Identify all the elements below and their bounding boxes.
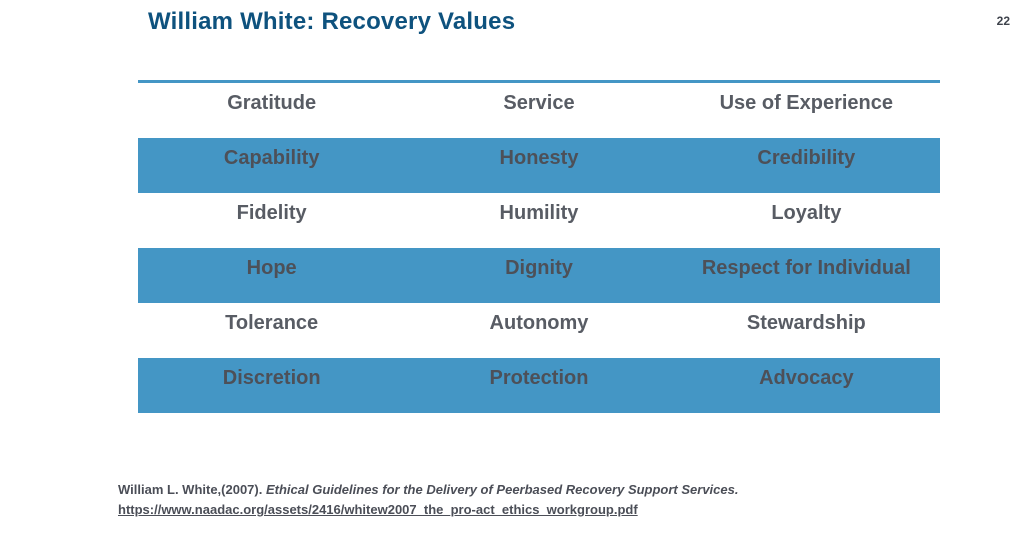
table-row: Discretion Protection Advocacy [138,358,940,413]
table-cell: Hope [246,257,297,279]
citation: William L. White,(2007). Ethical Guideli… [118,480,738,519]
page-title: William White: Recovery Values [148,8,516,35]
table-cell: Respect for Individual [701,257,911,279]
table-row: Gratitude Service Use of Experience [138,83,940,138]
table-cell: Discretion [222,367,321,389]
table-cell: Fidelity [236,202,307,224]
table-cell: Protection [489,367,589,389]
table-cell: Tolerance [225,312,319,334]
table-cell: Service [503,92,575,114]
table-row: Hope Dignity Respect for Individual [138,248,940,303]
table-cell: Use of Experience [719,92,894,114]
table-cell: Dignity [505,257,573,279]
table-cell: Autonomy [489,312,589,334]
table-cell: Credibility [757,147,856,169]
table-cell: Capability [223,147,320,169]
table-cell: Humility [499,202,579,224]
table-row: Tolerance Autonomy Stewardship [138,303,940,358]
table-cell: Advocacy [759,367,854,389]
citation-work-title: Ethical Guidelines for the Delivery of P… [265,482,739,497]
table-row: Capability Honesty Credibility [138,138,940,193]
table-cell: Stewardship [746,312,866,334]
table-cell: Honesty [499,147,579,169]
table-cell: Gratitude [227,92,317,114]
citation-line: William L. White,(2007). Ethical Guideli… [118,480,738,499]
page-number: 22 [996,14,1010,28]
citation-author-year: William L. White,(2007). [118,482,266,497]
recovery-values-table: Gratitude Service Use of Experience Capa… [138,80,940,413]
table-cell: Loyalty [771,202,842,224]
citation-url-link[interactable]: https://www.naadac.org/assets/2416/white… [118,502,638,517]
table-row: Fidelity Humility Loyalty [138,193,940,248]
